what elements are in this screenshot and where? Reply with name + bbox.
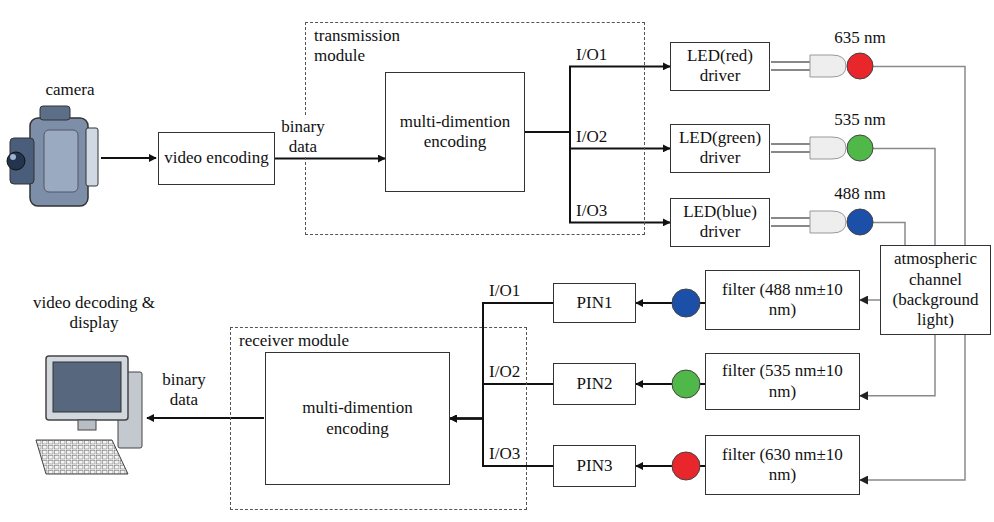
led-lead — [771, 61, 812, 63]
monitor-stand — [78, 420, 96, 430]
led-body — [810, 55, 846, 77]
box-text: filter (630 nm±10 nm) — [710, 445, 855, 486]
signal-arrow — [525, 66, 670, 132]
led-lead — [771, 217, 812, 219]
process-box: multi-dimention encoding — [265, 352, 450, 485]
detector-box: PIN3 — [553, 445, 636, 487]
box-text: PIN2 — [577, 374, 613, 394]
computer-icon — [36, 356, 142, 474]
edge-label: binary data — [279, 117, 327, 156]
input-arrow — [101, 157, 156, 159]
filter-box: filter (488 nm±10 nm) — [705, 270, 860, 330]
driver-box: LED(red) driver — [670, 42, 770, 91]
detector-box: PIN1 — [553, 283, 636, 323]
output-arrow — [147, 417, 264, 419]
box-text: PIN3 — [577, 456, 613, 476]
led-body — [810, 137, 846, 159]
box-text: video encoding — [164, 148, 268, 168]
led-light-green — [847, 135, 873, 161]
driver-box: LED(green) driver — [670, 124, 770, 173]
box-text: PIN1 — [577, 293, 613, 313]
detector-box: PIN2 — [553, 363, 636, 405]
camera-icon — [7, 106, 98, 206]
led-red-icon — [771, 53, 873, 79]
box-text: atmospheric channel (background light) — [885, 249, 986, 331]
optical-path — [873, 222, 905, 245]
process-box: video encoding — [158, 132, 275, 185]
box-text: LED(blue) driver — [675, 202, 765, 243]
edge-label: I/O1 — [488, 281, 521, 301]
camera-strap — [44, 130, 78, 192]
optical-path — [860, 299, 880, 301]
process-box: multi-dimention encoding — [385, 72, 525, 192]
module-frame: receiver module multi-dimention encoding — [230, 327, 527, 510]
wavelength: 488 nm — [830, 184, 890, 204]
box-text: filter (488 nm±10 nm) — [710, 280, 855, 321]
signal-name: binary data — [160, 370, 208, 409]
camera-lens — [7, 152, 25, 170]
camera-screen — [86, 128, 98, 186]
filter-box: filter (535 nm±10 nm) — [705, 353, 860, 410]
camera-top — [40, 106, 70, 120]
module-title: transmission module — [306, 23, 432, 68]
box-text: filter (535 nm±10 nm) — [710, 361, 855, 402]
led-light-blue — [847, 209, 873, 235]
led-blue-icon — [771, 209, 873, 235]
edge-label: I/O3 — [488, 444, 521, 464]
keyboard — [36, 440, 128, 474]
led-light-red — [847, 53, 873, 79]
signal-arrow — [275, 158, 385, 160]
led-lead — [771, 69, 812, 71]
monitor-screen — [53, 362, 121, 412]
led-green-icon — [771, 135, 873, 161]
led-lead — [771, 225, 812, 227]
filter-box: filter (630 nm±10 nm) — [705, 435, 860, 495]
camera-body — [30, 118, 88, 206]
signal-arrow — [450, 384, 553, 419]
edge-label: I/O1 — [575, 45, 608, 65]
channel-box: atmospheric channel (background light) — [880, 245, 991, 335]
received-light-green — [672, 370, 700, 398]
edge-label: I/O3 — [575, 201, 608, 221]
led-body — [810, 211, 846, 233]
led-lead — [771, 151, 812, 153]
box-text: multi-dimention encoding — [270, 398, 445, 439]
camera-lens-glint — [10, 154, 16, 160]
box-text: LED(red) driver — [675, 46, 765, 87]
module-title: receiver module — [231, 328, 357, 354]
device-name: camera — [30, 80, 110, 100]
signal-arrow — [450, 419, 553, 467]
wavelength: 635 nm — [830, 28, 890, 48]
edge-label: I/O2 — [488, 362, 521, 382]
wavelength: 535 nm — [830, 110, 890, 130]
box-text: LED(green) driver — [675, 128, 765, 169]
box-text: multi-dimention encoding — [390, 112, 520, 153]
signal-arrow — [450, 303, 553, 419]
device-name: video decoding & display — [18, 293, 170, 332]
received-light-red — [672, 452, 700, 480]
led-lead — [771, 143, 812, 145]
driver-box: LED(blue) driver — [670, 198, 770, 247]
received-light-blue — [672, 289, 700, 317]
edge-label: I/O2 — [575, 127, 608, 147]
monitor-frame — [46, 356, 128, 420]
